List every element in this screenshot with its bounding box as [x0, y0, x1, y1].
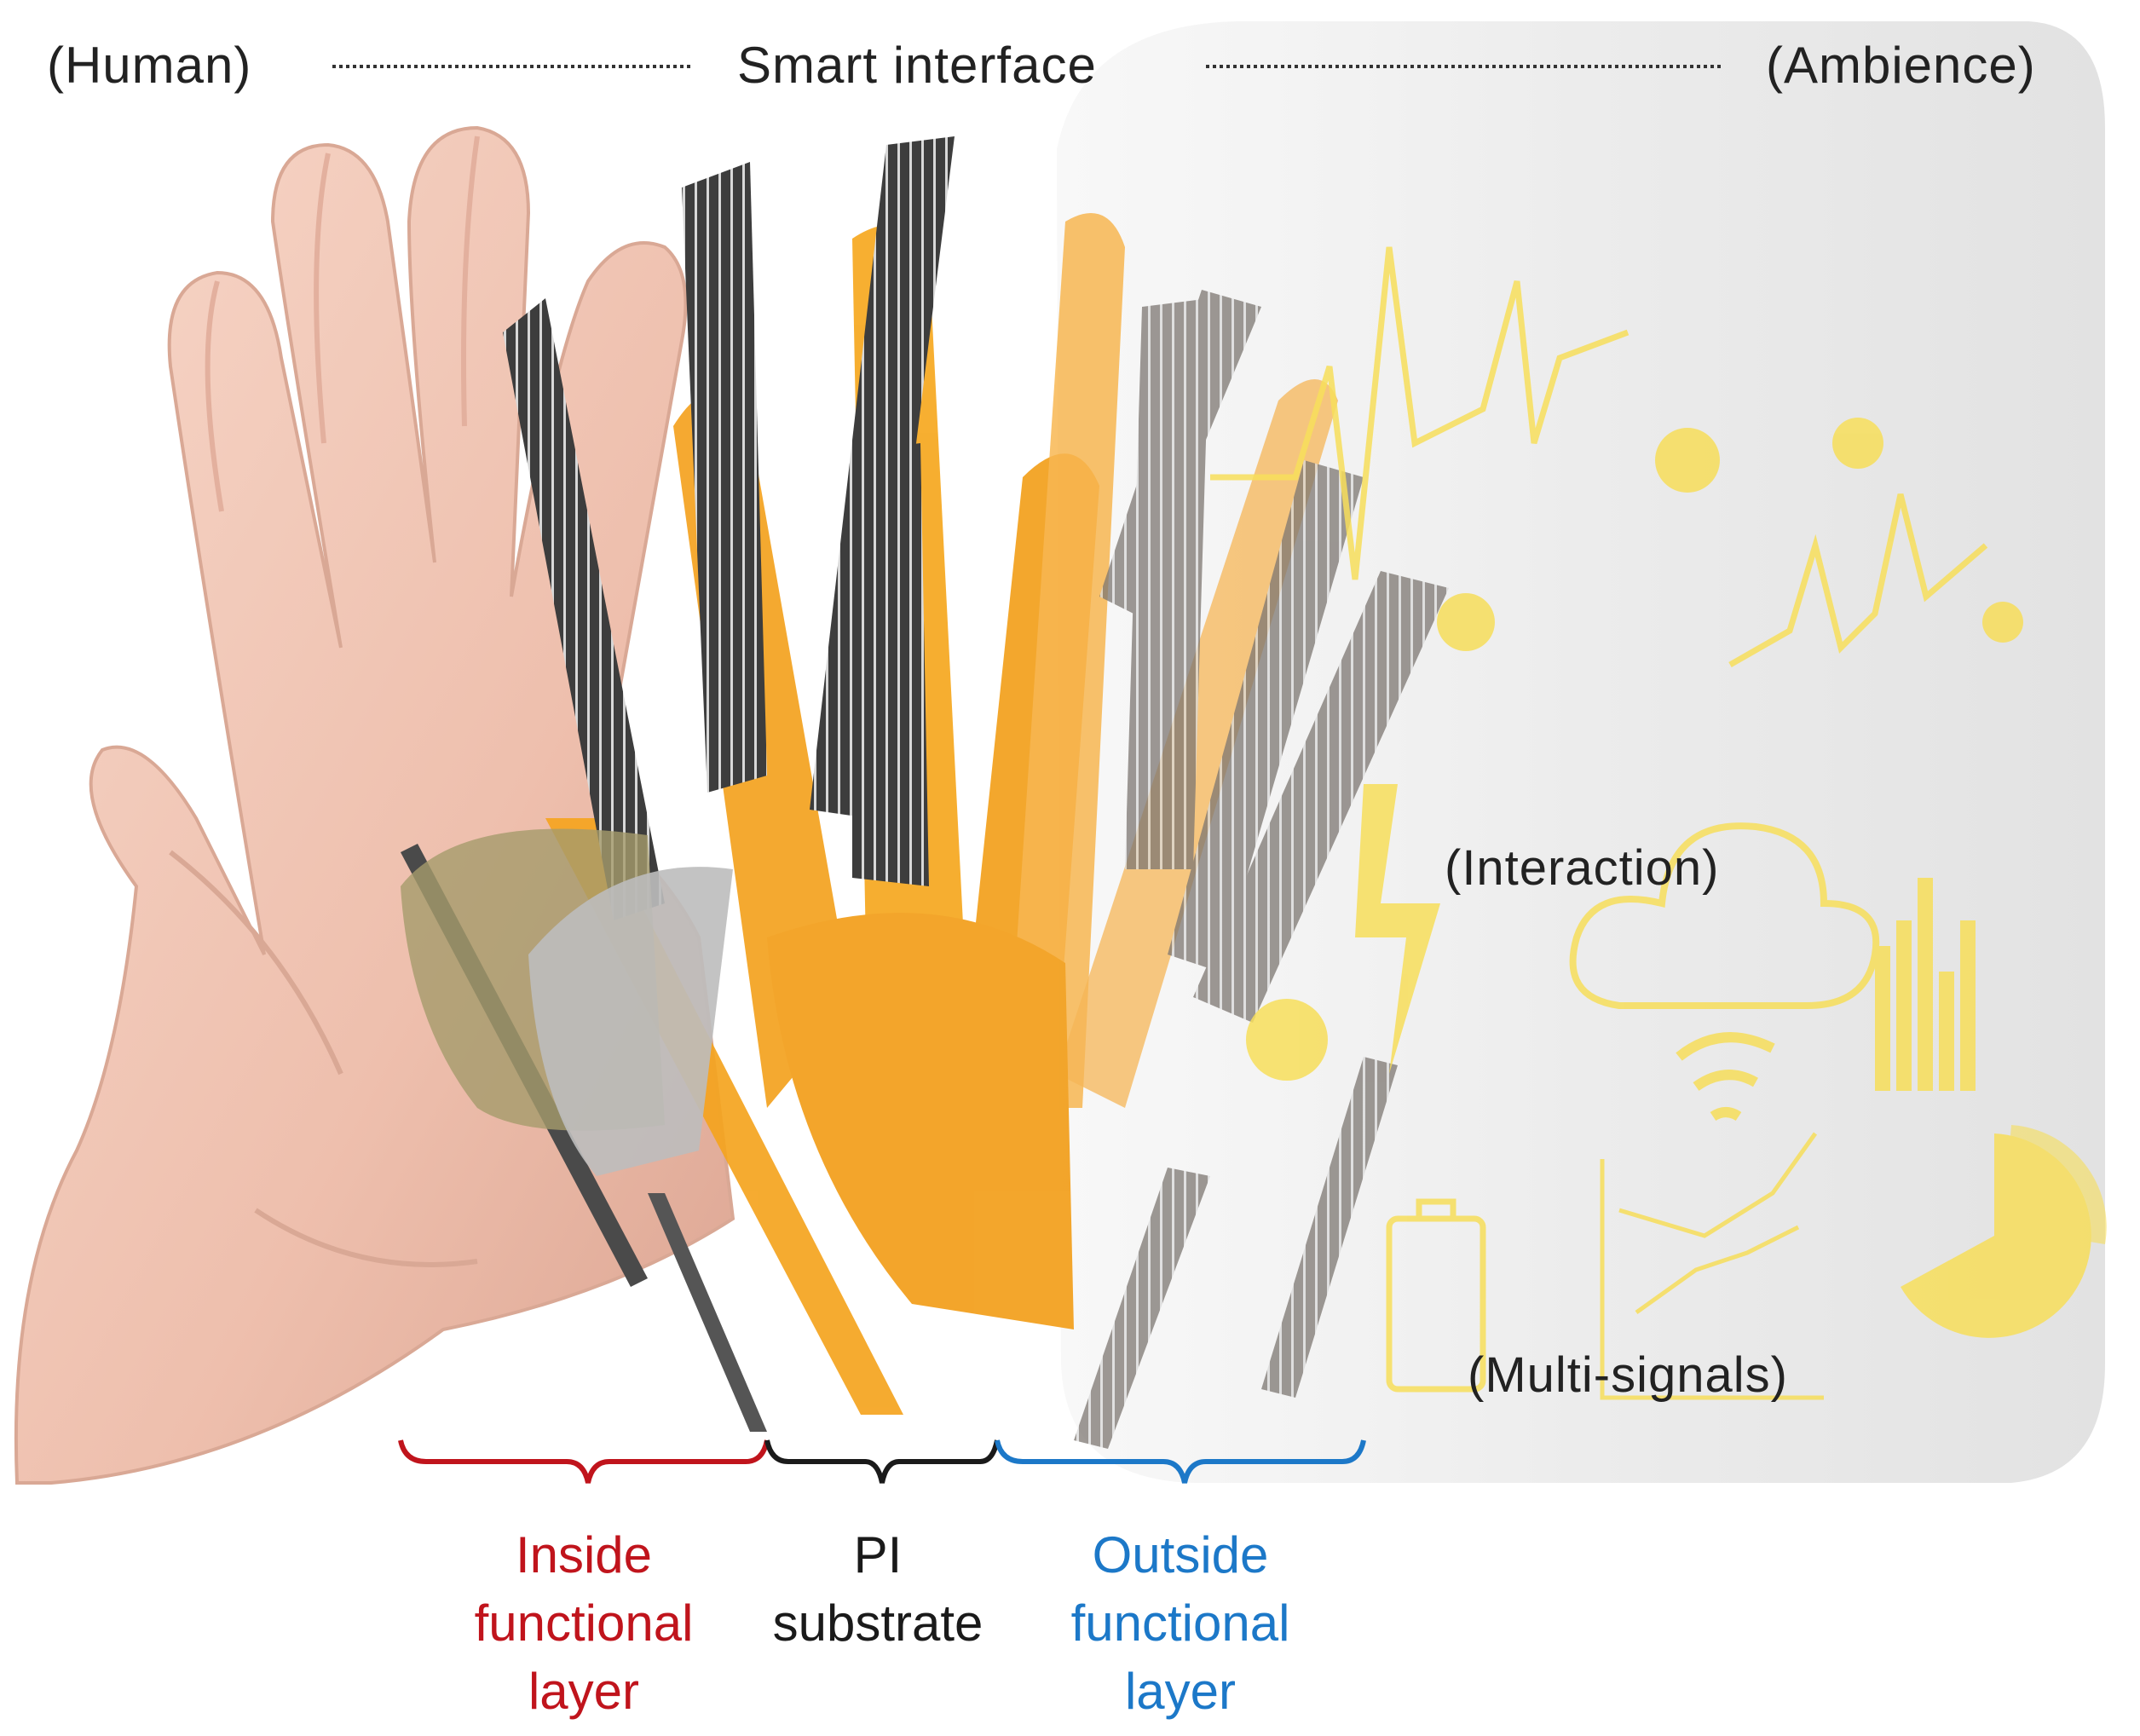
coin-icon	[1832, 418, 1883, 469]
human-label: (Human)	[47, 37, 252, 94]
coin-icon	[1982, 602, 2023, 643]
brace-outside	[995, 1439, 1366, 1484]
coin-icon	[1655, 428, 1720, 493]
lightning-icon	[1355, 784, 1440, 1074]
heartbeat-icon	[1210, 246, 1630, 580]
scatter-chart-icon	[1600, 1132, 1824, 1400]
signal-icons	[1210, 246, 2107, 1400]
outside-functional-layer	[1074, 290, 1449, 1449]
outside-functional-layer-label: Outside functional layer	[1070, 1526, 1290, 1720]
wifi-icon	[1676, 1032, 1775, 1122]
coin-icon	[1437, 593, 1495, 651]
brace-pi	[764, 1439, 1000, 1484]
battery-icon	[1386, 1198, 1486, 1393]
brace-inside	[398, 1439, 770, 1484]
coin-icon	[1246, 999, 1328, 1081]
ambience-label: (Ambience)	[1766, 37, 2036, 94]
pie-chart-slice	[2003, 1125, 2107, 1244]
heartbeat-icon-2	[1728, 493, 1988, 668]
inside-functional-layer-label: Inside functional layer	[474, 1526, 694, 1720]
pi-substrate-label: PI substrate	[772, 1526, 983, 1652]
interaction-label: (Interaction)	[1445, 840, 1720, 896]
bar-chart-icon	[1875, 878, 1976, 1091]
smart-interface-title: Smart interface	[737, 37, 1097, 94]
inside-functional-layer	[401, 136, 955, 1432]
multi-signals-label: (Multi-signals)	[1468, 1347, 1788, 1403]
